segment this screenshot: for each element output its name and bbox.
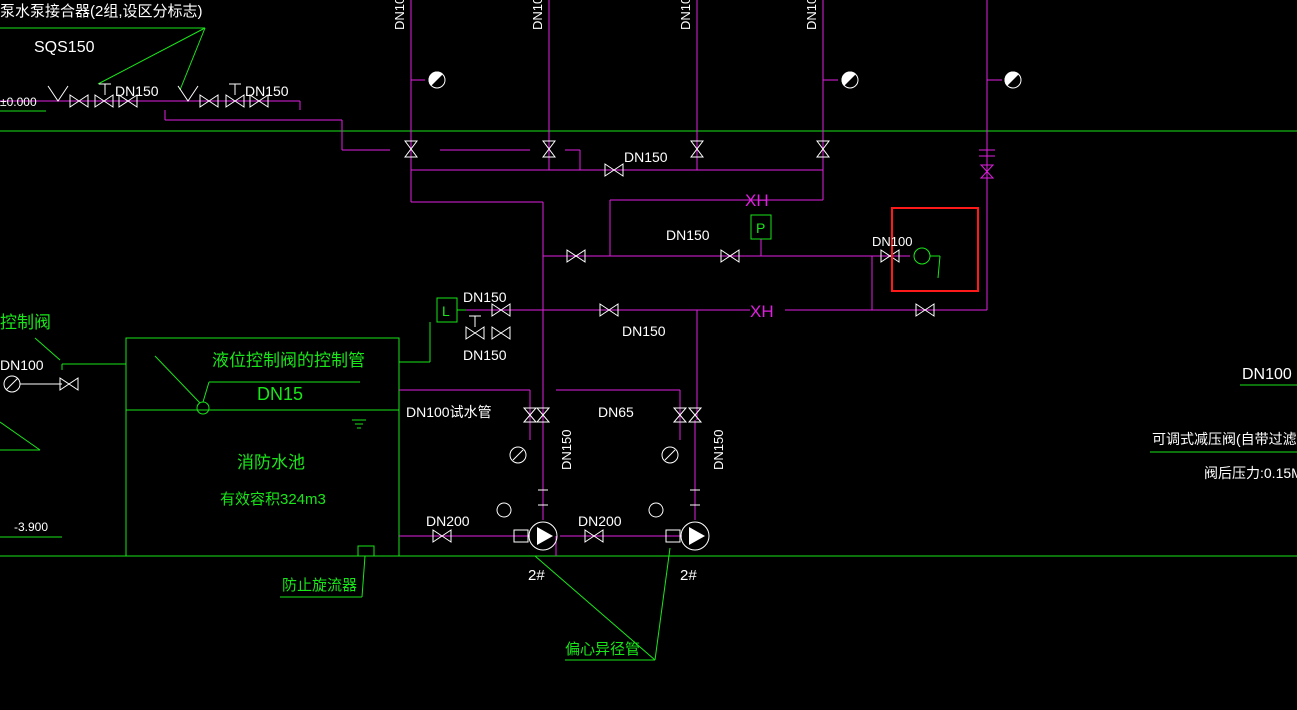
dn100-right: DN100	[1242, 366, 1292, 383]
dn150-valve-top: DN150	[463, 289, 507, 305]
dn100-riser-3: DN100	[678, 0, 693, 30]
valves	[47, 83, 995, 543]
dn200-pump-1: DN200	[426, 513, 470, 529]
p-box-label: P	[756, 220, 765, 236]
leader-lines	[534, 547, 671, 661]
dn65-label: DN65	[598, 404, 634, 420]
text-labels: 泵水泵接合器(2组,设区分标志) SQS150 ±0.000 DN150 DN1…	[0, 0, 1297, 658]
dn100-riser-1: DN100	[392, 0, 407, 30]
dn150-riser-pump-2: DN150	[711, 430, 726, 470]
selection-highlight[interactable]	[891, 207, 979, 292]
dn150-middle: DN150	[666, 227, 710, 243]
dn150-xh: DN150	[622, 323, 666, 339]
dn100-highlight: DN100	[872, 234, 912, 249]
pool-volume: 有效容积324m3	[220, 491, 326, 508]
dn15-label: DN15	[257, 384, 303, 404]
level-control-pipe-label: 液位控制阀的控制管	[212, 351, 365, 370]
prv-pressure: 阀后压力:0.15MP	[1204, 465, 1297, 481]
dn100-riser-2: DN100	[530, 0, 545, 30]
pump-1-label: 2#	[528, 567, 545, 584]
pump-2-label: 2#	[680, 567, 697, 584]
pressure-gauges	[428, 71, 1022, 518]
reducer-label: 偏心异径管	[565, 641, 640, 658]
left-equipment	[0, 337, 62, 451]
dn150-adapter-2: DN150	[245, 83, 289, 99]
dn150-valve-bottom: DN150	[463, 347, 507, 363]
vortex-label: 防止旋流器	[282, 577, 357, 594]
dn150-adapter-1: DN150	[115, 83, 159, 99]
dn150-riser-pump-1: DN150	[559, 430, 574, 470]
fire-pool	[61, 297, 466, 598]
xh-middle: XH	[750, 302, 774, 321]
adapter-title: 泵水泵接合器(2组,设区分标志)	[0, 3, 203, 20]
prv-description: 可调式减压阀(自带过滤器与前后	[1152, 431, 1297, 447]
pool-name: 消防水池	[237, 453, 305, 472]
sqs-label: SQS150	[34, 39, 95, 56]
dn150-header: DN150	[624, 149, 668, 165]
elevation-bottom: -3.900	[14, 520, 48, 534]
dn100-test-label: DN100试水管	[406, 404, 492, 420]
control-valve-label: 控制阀	[0, 313, 51, 332]
dn100-riser-4: DN100	[804, 0, 819, 30]
xh-top: XH	[745, 191, 769, 210]
dn100-left: DN100	[0, 357, 44, 373]
highlight-equipment	[913, 247, 941, 279]
l-box-label: L	[442, 303, 450, 319]
pump-1	[513, 489, 558, 551]
elevation-top: ±0.000	[0, 95, 37, 109]
dn200-pump-2: DN200	[578, 513, 622, 529]
green-lines	[0, 27, 1297, 557]
pump-2	[665, 489, 710, 551]
